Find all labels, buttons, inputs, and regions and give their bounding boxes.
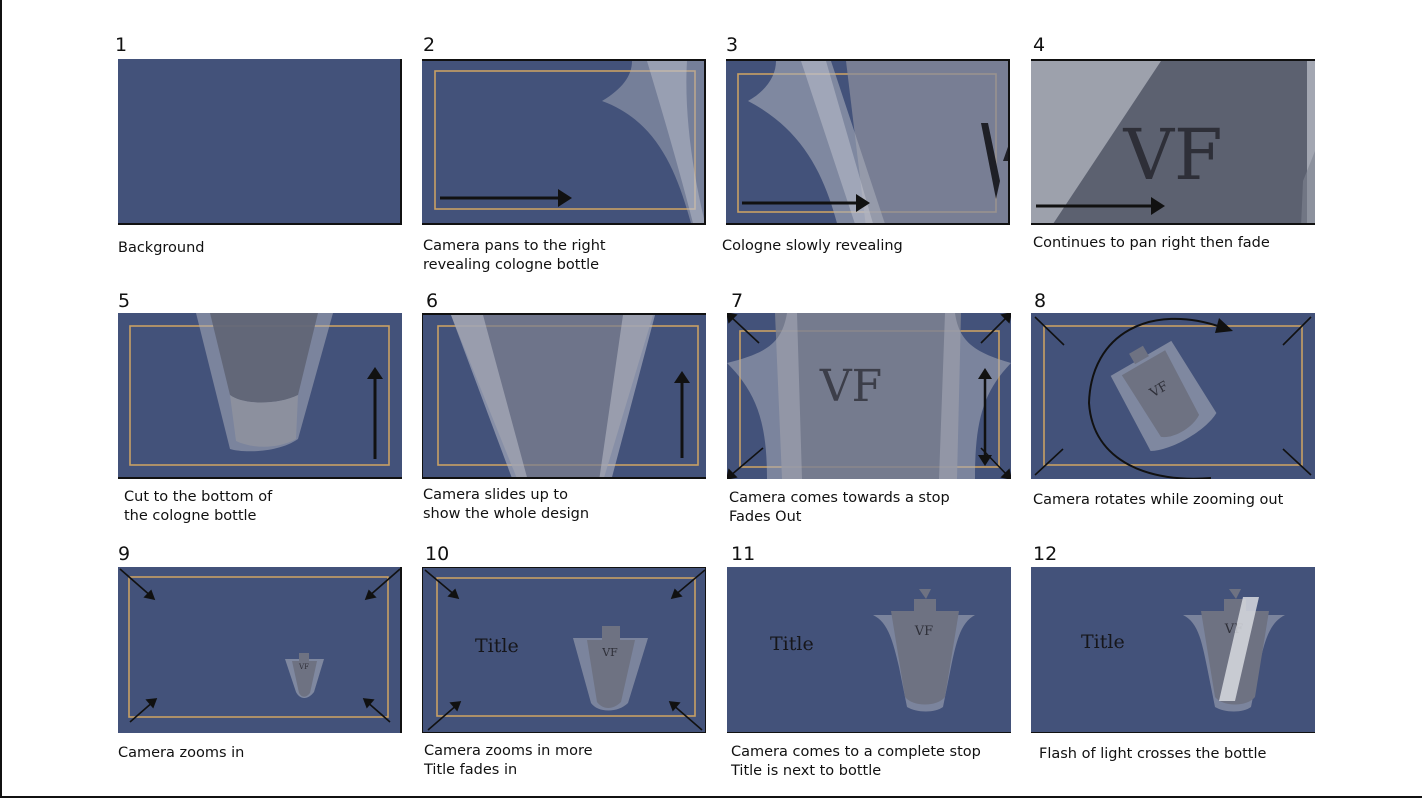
pan-right-arrow bbox=[440, 189, 572, 207]
panel-frame: VF bbox=[1031, 313, 1315, 479]
panel-caption: Camera comes towards a stop Fades Out bbox=[729, 490, 950, 525]
slide-up-arrow bbox=[674, 371, 690, 458]
title-text: Title bbox=[475, 635, 519, 657]
panel-number: 8 bbox=[1034, 290, 1047, 312]
panel-frame bbox=[422, 59, 706, 225]
panel-caption: Cologne slowly revealing bbox=[722, 238, 903, 254]
panel-number: 4 bbox=[1033, 34, 1046, 56]
panel-number: 9 bbox=[118, 543, 131, 565]
panel-frame: Title VF bbox=[727, 567, 1011, 733]
bottle: VF bbox=[873, 589, 975, 712]
panel-caption: Camera rotates while zooming out bbox=[1033, 492, 1284, 508]
cologne-bottle-bottom bbox=[196, 313, 333, 452]
bottle: VF bbox=[573, 626, 648, 711]
panel-number: 1 bbox=[115, 34, 128, 56]
vf-logo: VF bbox=[914, 624, 933, 639]
panel-number: 6 bbox=[426, 290, 439, 312]
vf-logo: VF bbox=[819, 361, 882, 412]
panel-frame bbox=[118, 59, 402, 225]
corner-arrows bbox=[424, 569, 705, 731]
safe-area-frame bbox=[436, 577, 696, 717]
cologne-bottle-shape bbox=[748, 61, 1008, 223]
panel-frame bbox=[422, 313, 706, 479]
panel-frame: VF bbox=[727, 313, 1011, 479]
title-text: Title bbox=[1081, 631, 1125, 653]
slide-up-arrow bbox=[367, 367, 383, 459]
corner-arrows bbox=[1034, 316, 1312, 476]
panel-number: 11 bbox=[731, 543, 756, 565]
vf-logo: VF bbox=[601, 646, 618, 659]
panel-caption: Continues to pan right then fade bbox=[1033, 235, 1270, 251]
vertical-double-arrow bbox=[978, 368, 992, 466]
panel-caption: Camera comes to a complete stop Title is… bbox=[731, 744, 981, 779]
pan-right-arrow bbox=[1036, 197, 1165, 215]
corner-arrows bbox=[119, 568, 400, 723]
rotating-bottle: VF bbox=[1110, 340, 1217, 451]
edge-highlight bbox=[1307, 61, 1315, 223]
vf-logo: VF bbox=[1122, 114, 1222, 196]
rotation-arrowhead bbox=[1215, 318, 1233, 333]
panel-frame: Title VF bbox=[422, 567, 706, 733]
panel-frame bbox=[118, 313, 402, 479]
logo-fragment bbox=[981, 123, 1008, 199]
panel-number: 7 bbox=[731, 290, 744, 312]
panel-caption: Camera zooms in more Title fades in bbox=[424, 743, 593, 778]
title-text: Title bbox=[770, 633, 814, 655]
panel-number: 12 bbox=[1033, 543, 1058, 565]
panel-frame: VF bbox=[118, 567, 402, 733]
light-flash bbox=[1219, 597, 1259, 701]
pan-right-arrow bbox=[742, 194, 870, 212]
panel-caption: Camera slides up to show the whole desig… bbox=[423, 487, 590, 522]
cologne-bottle-shape bbox=[727, 313, 1011, 479]
rotation-arc bbox=[1087, 317, 1222, 479]
panel-frame: Title VF bbox=[1031, 567, 1315, 733]
corner-arrows bbox=[727, 313, 1011, 479]
panel-frame: VF bbox=[1031, 59, 1315, 225]
safe-area-frame bbox=[1043, 325, 1303, 466]
cologne-bottle-full bbox=[451, 315, 655, 477]
small-bottle: VF bbox=[285, 653, 324, 698]
panel-caption: Flash of light crosses the bottle bbox=[1039, 746, 1267, 762]
panel-caption: Camera pans to the right revealing colog… bbox=[423, 238, 606, 273]
vf-logo: VF bbox=[298, 663, 309, 671]
cologne-bottle-shape bbox=[602, 61, 704, 223]
panel-number: 5 bbox=[118, 290, 131, 312]
panel-frame bbox=[726, 59, 1010, 225]
panel-caption: Background bbox=[118, 240, 205, 256]
panel-number: 10 bbox=[425, 543, 450, 565]
safe-area-frame bbox=[128, 576, 389, 718]
panel-caption: Camera zooms in bbox=[118, 745, 245, 761]
panel-number: 3 bbox=[726, 34, 739, 56]
panel-caption: Cut to the bottom of the cologne bottle bbox=[124, 489, 273, 524]
safe-area-frame bbox=[434, 70, 696, 210]
panel-number: 2 bbox=[423, 34, 436, 56]
